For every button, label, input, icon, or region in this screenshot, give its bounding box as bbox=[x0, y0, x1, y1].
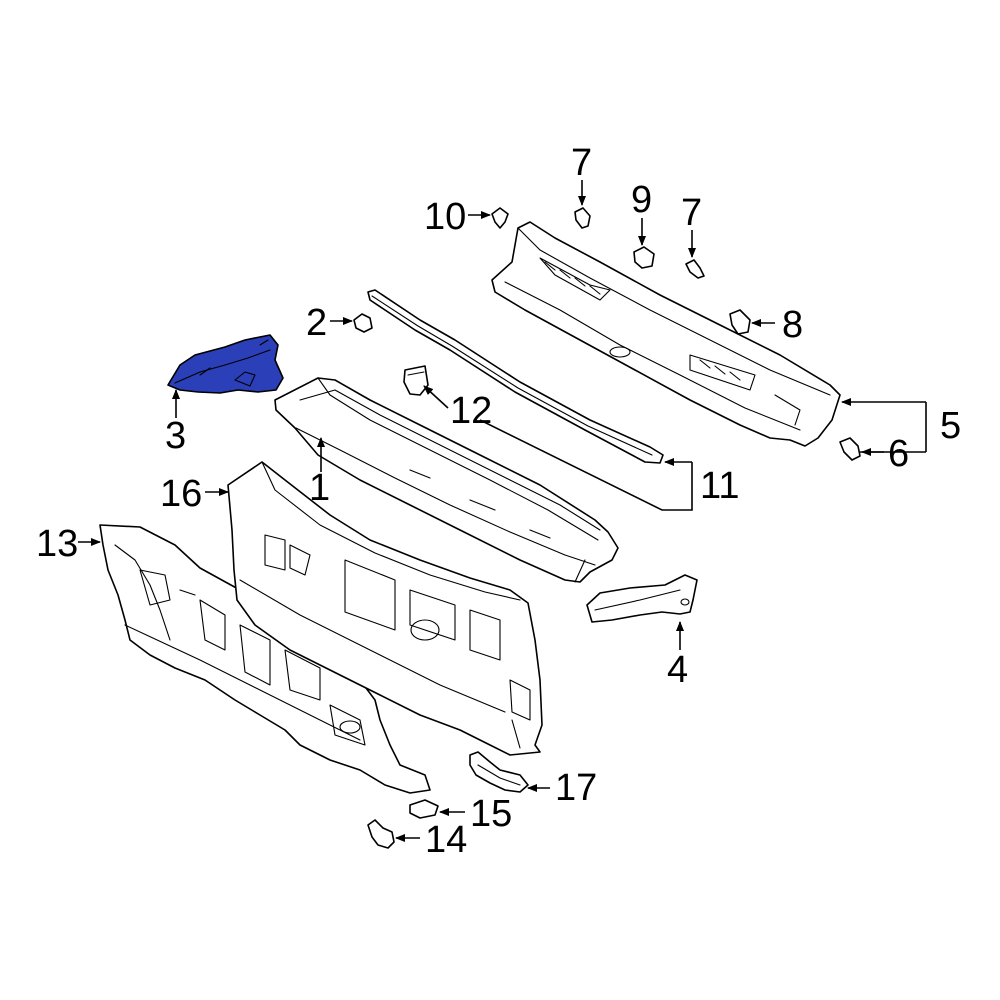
part-17-bracket[interactable] bbox=[469, 751, 529, 793]
callout-5: 5 bbox=[940, 405, 961, 447]
part-11-weatherstrip[interactable] bbox=[367, 289, 664, 464]
part-16-dash-panel[interactable] bbox=[227, 461, 543, 756]
callout-7-left: 7 bbox=[571, 142, 592, 184]
callout-13: 13 bbox=[36, 523, 78, 565]
callout-9: 9 bbox=[631, 179, 652, 221]
part-12-clip[interactable] bbox=[403, 365, 429, 396]
callout-7-right: 7 bbox=[681, 192, 702, 234]
callout-15: 15 bbox=[470, 793, 512, 835]
callout-14: 14 bbox=[425, 819, 467, 861]
leader-lines bbox=[78, 180, 927, 842]
callout-1: 1 bbox=[309, 467, 330, 509]
callout-4: 4 bbox=[667, 649, 688, 691]
part-4-bracket[interactable] bbox=[586, 574, 698, 623]
callout-labels: 1 2 3 4 5 6 7 7 8 9 10 11 12 13 14 15 16… bbox=[36, 142, 961, 861]
callout-8: 8 bbox=[782, 304, 803, 346]
part-10-clip[interactable] bbox=[491, 207, 509, 229]
part-6-bolt[interactable] bbox=[839, 437, 861, 461]
part-2-clip[interactable] bbox=[353, 313, 373, 333]
part-7-bolt-left[interactable] bbox=[574, 207, 591, 229]
callout-12: 12 bbox=[450, 390, 492, 432]
part-9-nut[interactable] bbox=[633, 246, 655, 269]
part-7-bolt-right[interactable] bbox=[685, 259, 705, 279]
callout-3: 3 bbox=[165, 415, 186, 457]
callout-10: 10 bbox=[424, 196, 466, 238]
callout-11: 11 bbox=[700, 465, 739, 507]
part-1-cowl-panel[interactable] bbox=[274, 377, 619, 583]
part-14-fastener[interactable] bbox=[367, 819, 395, 849]
callout-6: 6 bbox=[888, 433, 909, 475]
callout-2: 2 bbox=[306, 302, 327, 344]
part-8-clip[interactable] bbox=[729, 309, 751, 335]
callout-17: 17 bbox=[555, 767, 597, 809]
part-3-highlighted-bracket[interactable] bbox=[167, 334, 284, 394]
part-15-clip[interactable] bbox=[409, 799, 439, 819]
part-5-cowl-top-panel[interactable] bbox=[491, 221, 841, 447]
callout-16: 16 bbox=[160, 473, 202, 515]
